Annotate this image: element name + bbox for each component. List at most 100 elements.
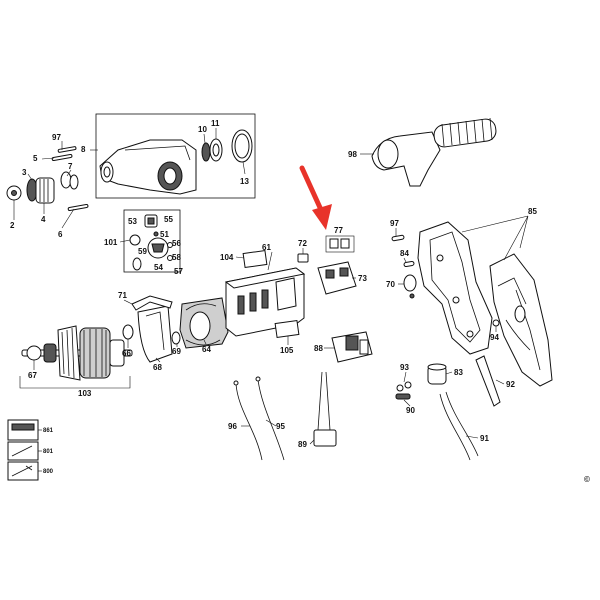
callout-67: 67 bbox=[28, 371, 37, 380]
stator-windings bbox=[185, 303, 221, 346]
callout-69: 69 bbox=[172, 347, 181, 356]
handle-half-right-grip bbox=[497, 277, 541, 371]
callout-54: 54 bbox=[154, 263, 163, 272]
tool-box-861-lid bbox=[11, 423, 35, 431]
handle-half-left-inner bbox=[429, 231, 481, 343]
motor-housing-vent-1 bbox=[237, 295, 245, 315]
motor-housing-brush-holder bbox=[275, 277, 297, 311]
power-cord bbox=[439, 391, 479, 461]
handle-housing bbox=[417, 221, 553, 407]
gearbox-top-rib bbox=[124, 145, 191, 161]
callout-55: 55 bbox=[164, 215, 173, 224]
cap-70 bbox=[403, 274, 417, 292]
clamp-screw-93b bbox=[404, 381, 412, 389]
callout-68: 68 bbox=[153, 363, 162, 372]
leader-7 bbox=[66, 169, 72, 177]
handle-screw-boss-1 bbox=[436, 254, 444, 262]
leader-84 bbox=[403, 257, 407, 263]
leader-10 bbox=[203, 133, 206, 144]
callout-97-handle: 97 bbox=[390, 219, 399, 228]
armature bbox=[21, 324, 134, 381]
end-cap-2-center bbox=[11, 190, 17, 196]
clamp-screw-93 bbox=[396, 384, 404, 392]
pin-6 bbox=[67, 204, 89, 211]
switch-terminal bbox=[359, 339, 369, 355]
callout-71: 71 bbox=[118, 291, 127, 300]
screw-58 bbox=[153, 231, 159, 237]
leader-89 bbox=[309, 439, 315, 445]
wire-96-end bbox=[233, 380, 239, 386]
callout-88: 88 bbox=[314, 344, 323, 353]
callout-2: 2 bbox=[10, 221, 15, 230]
switch-88 bbox=[331, 331, 373, 363]
leader-5 bbox=[41, 157, 55, 160]
callout-56: 56 bbox=[172, 239, 181, 248]
baffle-71 bbox=[131, 295, 173, 311]
callout-104: 104 bbox=[220, 253, 234, 262]
callout-58: 58 bbox=[172, 253, 181, 262]
brush-77-a bbox=[329, 238, 339, 249]
leader-101 bbox=[119, 239, 131, 243]
ring-7 bbox=[60, 171, 72, 189]
callout-70: 70 bbox=[386, 280, 395, 289]
callout-84: 84 bbox=[400, 249, 409, 258]
screw-94 bbox=[492, 319, 500, 327]
leader-64 bbox=[203, 339, 207, 345]
tool-800-key bbox=[11, 465, 33, 477]
stator-bore bbox=[189, 311, 211, 341]
washer-67 bbox=[26, 345, 42, 361]
tool-801-wrench bbox=[11, 445, 33, 457]
screw-84 bbox=[403, 260, 415, 268]
callout-101: 101 bbox=[104, 238, 118, 247]
side-handle-grip-ribs bbox=[441, 117, 493, 147]
leader-91 bbox=[465, 435, 479, 439]
armature-commutator bbox=[109, 339, 125, 367]
leader-92 bbox=[495, 379, 505, 385]
small-fasteners bbox=[391, 234, 500, 400]
gearbox-rear-ring-inner bbox=[163, 167, 177, 185]
cord-91-line-2 bbox=[445, 391, 479, 457]
brush-ring-73-slot-b bbox=[339, 267, 349, 277]
callout-85: 85 bbox=[528, 207, 537, 216]
callout-51: 51 bbox=[160, 230, 169, 239]
cord-clamp-90 bbox=[395, 393, 411, 400]
callout-105: 105 bbox=[280, 346, 294, 355]
brush-ring-73-slot-a bbox=[325, 269, 335, 279]
ball-56 bbox=[167, 242, 173, 248]
screw-97-handle bbox=[391, 234, 405, 242]
leader-104 bbox=[235, 256, 245, 259]
label-104 bbox=[242, 249, 268, 269]
callout-53: 53 bbox=[128, 217, 137, 226]
sleeve-4 bbox=[35, 177, 55, 204]
leader-3 bbox=[27, 173, 33, 181]
callout-800: 800 bbox=[43, 469, 54, 475]
handle-half-right-hole bbox=[514, 305, 526, 323]
screw-70b bbox=[409, 293, 415, 299]
cord-91-line-1 bbox=[439, 393, 471, 461]
callout-7: 7 bbox=[68, 162, 73, 171]
callout-4: 4 bbox=[41, 215, 46, 224]
label-105 bbox=[274, 319, 300, 339]
callout-labels: 97 5 7 3 8 2 4 6 10 11 13 53 55 51 101 5… bbox=[10, 119, 590, 484]
callout-8: 8 bbox=[81, 145, 86, 154]
callout-98: 98 bbox=[348, 150, 357, 159]
callout-861: 861 bbox=[43, 428, 54, 434]
seal-ring-10 bbox=[201, 142, 211, 162]
leader-13 bbox=[242, 161, 246, 175]
callout-61: 61 bbox=[262, 243, 271, 252]
ball-57 bbox=[167, 255, 173, 261]
tool-icons bbox=[7, 419, 39, 481]
callout-801: 801 bbox=[43, 449, 54, 455]
callout-77: 77 bbox=[334, 226, 343, 235]
callout-11: 11 bbox=[211, 119, 220, 128]
callout-59: 59 bbox=[138, 247, 147, 256]
gearbox-group bbox=[95, 113, 256, 199]
callout-90: 90 bbox=[406, 406, 415, 415]
side-handle-clamp-bore bbox=[377, 139, 399, 169]
callout-13: 13 bbox=[240, 177, 249, 186]
leader-103 bbox=[19, 376, 131, 389]
brush-parts bbox=[297, 235, 357, 295]
handle-screw-boss-3 bbox=[466, 330, 474, 338]
leader-85 bbox=[461, 215, 529, 261]
gearbox-front-bore-inner bbox=[103, 166, 111, 178]
